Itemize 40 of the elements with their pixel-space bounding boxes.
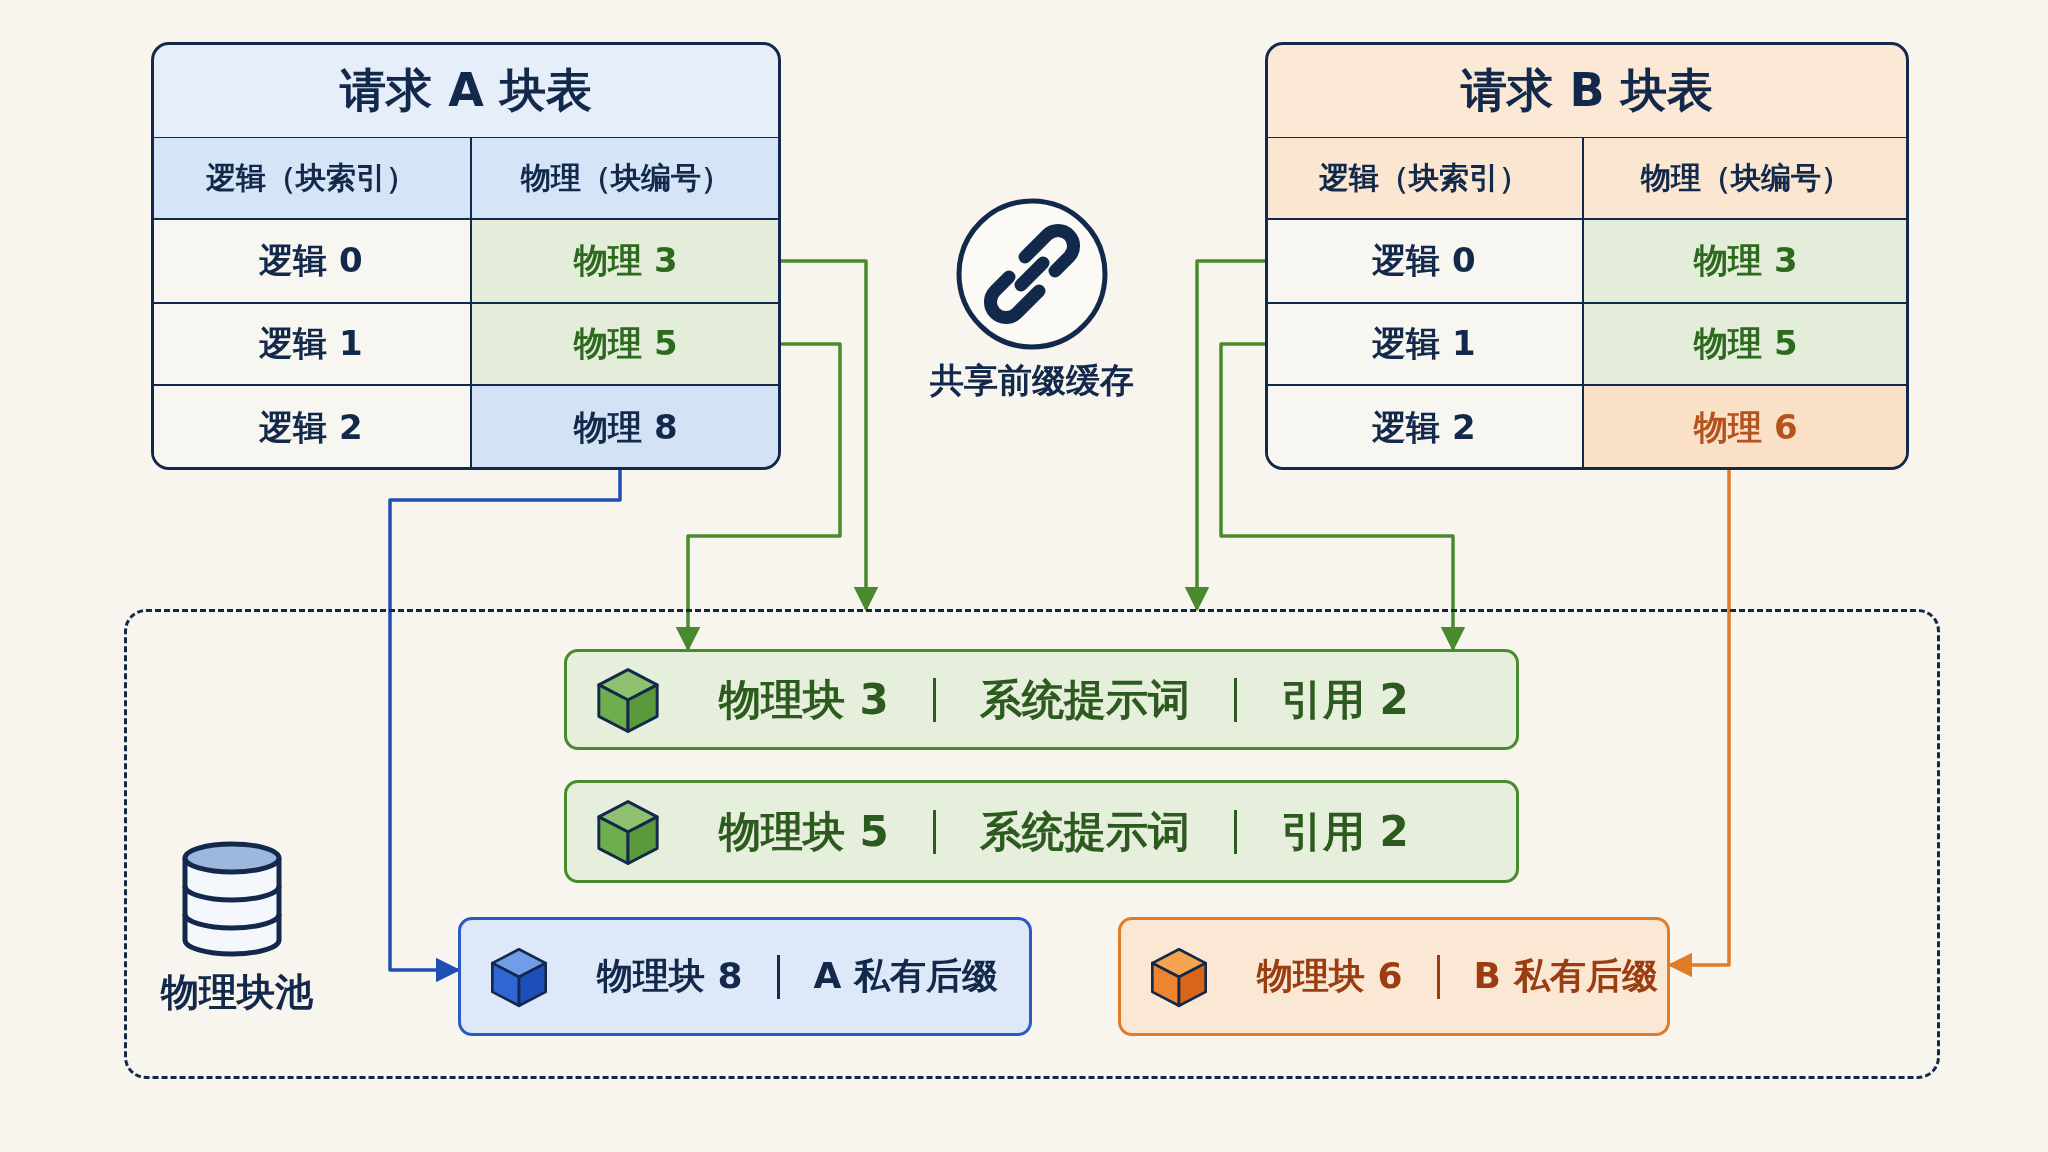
block-text: 物理块 3	[719, 673, 889, 726]
table-cell: 逻辑 1	[1268, 303, 1583, 385]
block-text: 系统提示词	[979, 673, 1190, 726]
block-text: 物理块 8	[597, 954, 743, 998]
table-cell: 逻辑 2	[154, 385, 471, 467]
block-table	[151, 42, 781, 470]
block-text: A 私有后缀	[813, 954, 998, 998]
block-text: B 私有后缀	[1473, 954, 1658, 998]
block-text: 系统提示词	[979, 805, 1190, 858]
table-cell: 物理 5	[471, 303, 778, 385]
header-cell: 逻辑（块索引）	[1268, 137, 1583, 219]
table-cell: 逻辑 2	[1268, 385, 1583, 467]
table-title: 请求 B 块表	[1459, 62, 1714, 119]
block-text: 引用 2	[1280, 805, 1409, 858]
table-cell: 逻辑 0	[1268, 219, 1583, 303]
table-cell: 物理 3	[1583, 219, 1906, 303]
table-cell: 逻辑 0	[154, 219, 471, 303]
block-card	[564, 780, 1519, 883]
arrow	[781, 259, 879, 612]
pool-label: 物理块池	[159, 969, 314, 1016]
arrow	[1184, 259, 1265, 612]
caption-text: 共享前缀缓存	[929, 359, 1135, 402]
block-card	[564, 649, 1519, 750]
table-title: 请求 A 块表	[338, 62, 593, 119]
arrow	[388, 470, 622, 983]
block-text: 物理块 6	[1257, 954, 1403, 998]
header-cell: 物理（块编号）	[1583, 137, 1906, 219]
pool-container	[124, 609, 1940, 1079]
block-text: 物理块 5	[719, 805, 889, 858]
header-cell: 逻辑（块索引）	[154, 137, 471, 219]
block-text: 引用 2	[1280, 673, 1409, 726]
table-cell: 物理 8	[471, 385, 778, 467]
table-cell: 物理 5	[1583, 303, 1906, 385]
table-cell: 物理 3	[471, 219, 778, 303]
header-cell: 物理（块编号）	[471, 137, 778, 219]
table-cell: 物理 6	[1583, 385, 1906, 467]
table-cell: 逻辑 1	[154, 303, 471, 385]
block-card	[458, 917, 1032, 1036]
block-card	[1118, 917, 1670, 1036]
block-table	[1265, 42, 1909, 470]
